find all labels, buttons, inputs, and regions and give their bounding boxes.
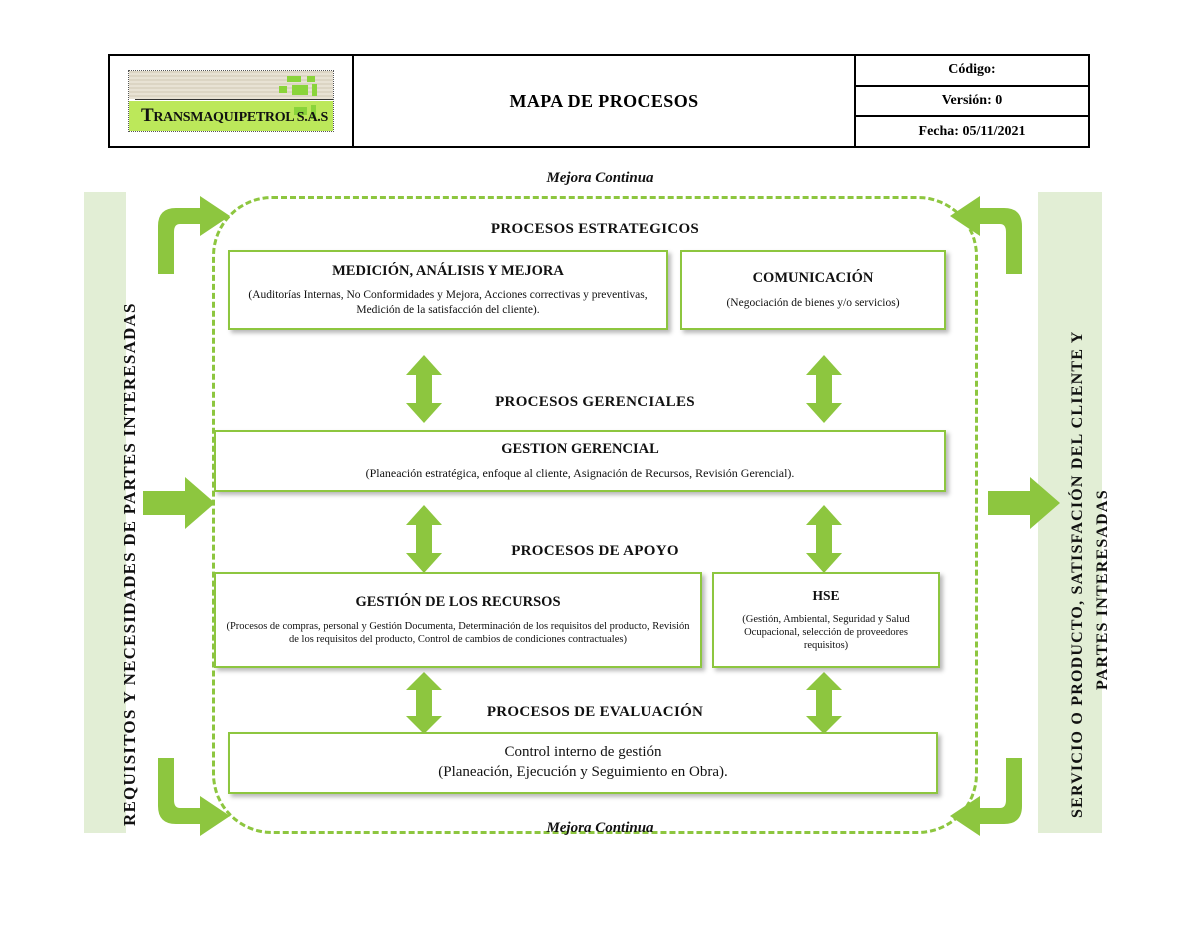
box-title: Control interno de gestión [504, 744, 662, 760]
logo-square-c [279, 86, 287, 93]
process-box-comunicacion[interactable]: COMUNICACIÓN (Negociación de bienes y/o … [680, 250, 946, 330]
logo-wordmark: TRANSMAQUIPETROL S.A.S [141, 105, 328, 127]
connector-double-arrow-right-3 [806, 672, 842, 734]
document-title: MAPA DE PROCESOS [354, 56, 856, 146]
box-description: (Planeación, Ejecución y Seguimiento en … [438, 764, 728, 781]
connector-double-arrow-left-3 [406, 672, 442, 734]
logo-square-g [311, 105, 316, 119]
heading-procesos-de-apoyo: PROCESOS DE APOYO [511, 543, 679, 559]
elbow-arrow-top-right [950, 196, 1022, 274]
process-box-gestion-gerencial[interactable]: GESTION GERENCIAL (Planeación estratégic… [214, 430, 946, 492]
left-stakeholder-band [84, 192, 126, 833]
process-box-control-interno-de-gestion[interactable]: Control interno de gestión (Planeación, … [228, 732, 938, 794]
connector-double-arrow-left-1 [406, 355, 442, 423]
document-meta-cell: Código: Versión: 0 Fecha: 05/11/2021 [856, 56, 1088, 146]
connector-double-arrow-left-2 [406, 505, 442, 573]
box-description: (Procesos de compras, personal y Gestión… [226, 620, 690, 645]
logo-square-e [312, 84, 317, 96]
box-title: MEDICIÓN, ANÁLISIS Y MEJORA [332, 262, 564, 279]
logo-initial: T [141, 105, 154, 126]
company-logo: TRANSMAQUIPETROL S.A.S [128, 70, 334, 132]
meta-version: Versión: 0 [856, 87, 1088, 118]
elbow-arrow-bottom-right [950, 758, 1022, 836]
process-box-gestion-de-los-recursos[interactable]: GESTIÓN DE LOS RECURSOS (Procesos de com… [214, 572, 702, 668]
mejora-continua-bottom-label: Mejora Continua [546, 820, 654, 836]
box-title: COMUNICACIÓN [752, 269, 874, 286]
box-description: (Negociación de bienes y/o servicios) [726, 296, 900, 309]
meta-codigo: Código: [856, 56, 1088, 87]
connector-double-arrow-right-1 [806, 355, 842, 423]
meta-fecha: Fecha: 05/11/2021 [918, 123, 1026, 139]
box-description: (Planeación estratégica, enfoque al clie… [365, 466, 795, 481]
heading-procesos-estrategicos: PROCESOS ESTRATEGICOS [490, 221, 700, 237]
logo-green-band [129, 101, 333, 131]
right-band-label-line1: SERVICIO O PRODUCTO, SATISFACIÓN DEL CLI… [1069, 330, 1086, 818]
elbow-arrow-top-left [158, 196, 230, 274]
mejora-continua-top-label: Mejora Continua [546, 170, 654, 186]
box-description: (Auditorías Internas, No Conformidades y… [248, 289, 648, 316]
continuous-improvement-loop [212, 196, 978, 834]
logo-square-f [294, 107, 307, 115]
heading-procesos-gerenciales: PROCESOS GERENCIALES [495, 394, 695, 410]
logo-square-a [287, 76, 301, 82]
process-box-hse[interactable]: HSE (Gestión, Ambiental, Seguridad y Sal… [712, 572, 940, 668]
logo-square-b [307, 76, 315, 82]
connector-double-arrow-right-2 [806, 505, 842, 573]
process-box-medicion-analisis-y-mejora[interactable]: MEDICIÓN, ANÁLISIS Y MEJORA (Auditorías … [228, 250, 668, 330]
logo-rest: RANSMAQUIPETROL S.A.S [153, 110, 328, 125]
heading-procesos-de-evaluacion: PROCESOS DE EVALUACIÓN [486, 704, 704, 720]
box-title: GESTION GERENCIAL [501, 440, 659, 457]
input-arrow-left [143, 477, 215, 529]
logo-square-d [292, 85, 308, 95]
output-arrow-right [988, 477, 1060, 529]
box-title: GESTIÓN DE LOS RECURSOS [355, 594, 561, 611]
right-band-label-line2: PARTES INTERESADAS [1094, 489, 1111, 690]
elbow-arrow-bottom-left [158, 758, 230, 836]
box-title: HSE [812, 588, 840, 604]
left-band-label: REQUISITOS Y NECESIDADES DE PARTES INTER… [120, 302, 139, 826]
logo-cell: TRANSMAQUIPETROL S.A.S [110, 56, 354, 146]
box-description: (Gestión, Ambiental, Seguridad y Salud O… [742, 613, 910, 651]
document-header-table: TRANSMAQUIPETROL S.A.S MAPA DE PROCESOS … [108, 54, 1090, 148]
